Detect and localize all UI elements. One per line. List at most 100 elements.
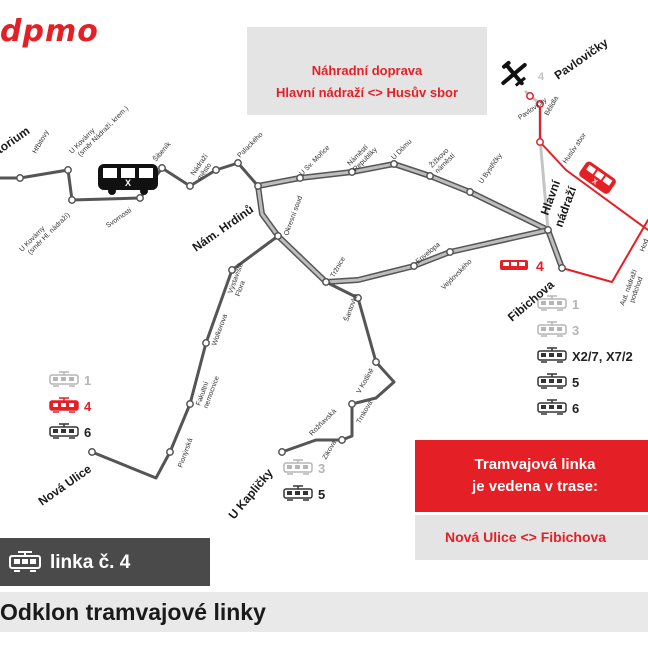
stop-marker: [158, 164, 166, 172]
stop-markers: [16, 92, 566, 456]
label-nova-ulice: Nová Ulice: [36, 462, 95, 509]
line-number: 1: [572, 297, 579, 312]
tram-icon: [537, 347, 567, 363]
label-u-kovarny1: U Kovárny(směr Nádraží, krem.): [68, 100, 130, 162]
label-u-bystricky: U Bystřičky: [478, 152, 504, 185]
tram-icon: [537, 321, 567, 337]
bus-icon-west: X: [98, 164, 158, 195]
line-badge-text: linka č. 4: [50, 552, 131, 573]
label-svornosti: Svornosti: [105, 207, 133, 230]
stop-marker: [390, 160, 398, 168]
line-number: 6: [84, 425, 91, 440]
tram-icon: [537, 373, 567, 389]
label-pavlovicky-stop: Pavlovičky: [517, 97, 549, 122]
stop-marker: [296, 174, 304, 182]
label-palackeho: Palackého: [236, 131, 264, 159]
label-u-kovarny2: U Kovárny(směr Hl. nádraží): [18, 206, 71, 259]
bottom-title: Odklon tramvajové linky: [0, 599, 266, 625]
stop-marker: [166, 448, 174, 456]
line-number: 3: [572, 323, 579, 338]
stop-marker: [446, 248, 454, 256]
stop-marker: [186, 182, 194, 190]
replacement-bus-route-south: [561, 219, 648, 283]
tram-route-value-box: Nová Ulice <> Fibichova: [415, 515, 648, 560]
label-trznice: Tržnice: [330, 256, 347, 279]
label-okresni-soud: Okresní soud: [283, 195, 304, 237]
label-torium: torium: [0, 124, 32, 157]
line-number-hlavni: 4: [536, 258, 544, 274]
line-badge: linka č. 4: [0, 538, 210, 586]
label-fakultni: Fakultnínemocnice: [195, 372, 221, 409]
label-sibenik: Šibeník: [151, 139, 173, 163]
stop-marker: [212, 166, 220, 174]
line-number: 5: [572, 375, 579, 390]
line-number: 5: [318, 487, 325, 502]
label-husuv-sbor: Husův sbor: [561, 131, 588, 165]
tram-route-value: Nová Ulice <> Fibichova: [445, 529, 607, 545]
stop-marker: [274, 232, 282, 240]
stop-marker: [558, 264, 566, 272]
replacement-info-box: Náhradní doprava Hlavní nádraží <> Husův…: [247, 27, 487, 115]
label-vejdovskeho: Vejdovského: [440, 258, 473, 291]
replacement-title: Náhradní doprava: [311, 63, 423, 78]
stop-marker: [338, 436, 346, 444]
label-zikova: Zikova: [322, 440, 338, 461]
stop-marker: [372, 358, 380, 366]
line-number: 4: [84, 399, 92, 414]
stop-marker: [228, 266, 236, 274]
tram-icon: [537, 399, 567, 415]
tram-icon-hlavni: [500, 260, 528, 270]
stop-marker: [348, 400, 356, 408]
stop-marker: [278, 448, 286, 456]
line-number: X2/7, X7/2: [572, 349, 633, 364]
stop-marker: [322, 278, 330, 286]
label-v-kotline: V Kotlině: [356, 367, 376, 395]
line-number: 3: [318, 461, 325, 476]
replacement-bus-route: [539, 103, 648, 231]
stop-marker: [426, 172, 434, 180]
tram-icon: [283, 459, 313, 475]
stop-marker: [254, 182, 262, 190]
tram-icon: [49, 371, 79, 387]
stop-marker: [88, 448, 96, 456]
stop-marker-red: [536, 100, 544, 108]
label-pionyrska: Pionýrská: [177, 437, 194, 468]
dpmo-logo: dpmo: [0, 14, 99, 49]
stop-marker: [68, 196, 76, 204]
line-list-hlavni: 4 4: [500, 71, 545, 274]
tram-icon: [537, 295, 567, 311]
label-zizkovo: Žižkovonáměstí: [427, 145, 457, 175]
bus-icon-red-label: X: [591, 178, 599, 187]
label-nam-hrdinu: Nám. Hrdinů: [190, 202, 256, 254]
tram-route-line2: je vedena v trase:: [472, 478, 598, 495]
tram-icon: [49, 423, 79, 439]
label-belidla: Bělidla: [544, 95, 561, 117]
stop-marker: [202, 339, 210, 347]
stop-marker-red: [526, 92, 534, 100]
track-u-kaplicky: [280, 280, 396, 454]
stop-marker: [186, 400, 194, 408]
label-nadrazi-mesto: Nádražíměsto: [190, 153, 216, 182]
line-number: 1: [84, 373, 91, 388]
stop-marker: [234, 159, 242, 167]
airplane-icon: [501, 60, 527, 87]
label-u-domu: U Dómu: [390, 138, 413, 161]
tram-route-box: Tramvajová linka je vedena v trase:: [415, 440, 648, 512]
line-number: 6: [572, 401, 579, 416]
label-aut-nadrazi: Aut. nádražípodchod: [619, 269, 646, 310]
tram-icon: [283, 485, 313, 501]
track-nova-ulice: [90, 234, 280, 480]
replacement-route: Hlavní nádraží <> Husův sbor: [275, 85, 459, 100]
tram-icon: [49, 397, 79, 413]
label-u-kaplicky: U Kapličky: [226, 466, 276, 522]
bus-icon-west-label: X: [125, 178, 131, 188]
stop-marker-red: [536, 138, 544, 146]
tram-icon-badge: [9, 551, 41, 572]
bottom-title-bar: Odklon tramvajové linky: [0, 592, 648, 632]
stop-marker: [348, 168, 356, 176]
label-santovka: Šantovka: [341, 292, 359, 323]
stop-marker: [16, 174, 24, 182]
stop-marker: [544, 226, 552, 234]
